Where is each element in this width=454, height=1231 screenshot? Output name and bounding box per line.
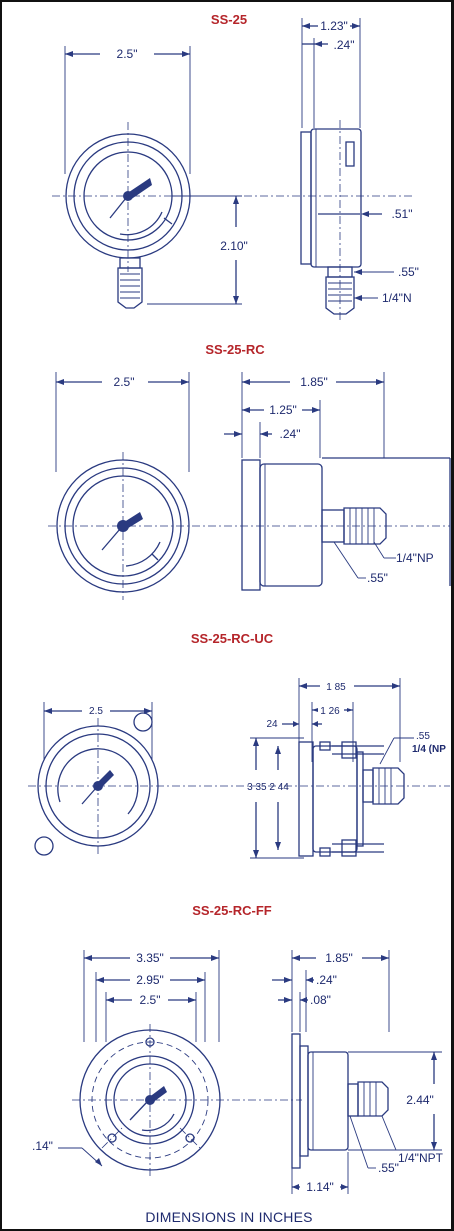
dim-height: 2.44" (406, 1093, 434, 1107)
side-view: 1.85" 1.25" .24" (224, 372, 451, 591)
dim-hex: .55" (378, 1161, 399, 1175)
dim-height: 2.10" (220, 239, 248, 253)
section-ss-25-rc: SS-25-RC 2.5" 1. (48, 342, 451, 600)
dim-front: .24" (316, 973, 337, 987)
dim-depth: 1.85" (325, 951, 353, 965)
dim-hex: .55" (367, 571, 388, 585)
section-title: SS-25 (211, 12, 247, 27)
dim-flange-thk: .08" (310, 993, 331, 1007)
section-title: SS-25-RC-FF (192, 903, 272, 918)
dim-npt: 1/4 (NP (412, 744, 446, 755)
dim-hole: .14" (32, 1139, 53, 1153)
section-title: SS-25-RC (205, 342, 265, 357)
section-ss-25-rc-uc: SS-25-RC-UC 2.5 (28, 631, 450, 859)
dim-case: 1 26 (320, 706, 340, 717)
dim-width: 2.5" (140, 993, 161, 1007)
dim-case: 1.25" (269, 403, 297, 417)
side-view: 1.23" .24" .51" .55" (300, 18, 419, 322)
section-ss-25-rc-ff: SS-25-RC-FF 3.35" 2.95" 2.5" (32, 903, 444, 1194)
dim-flange: 3.35" (136, 951, 164, 965)
dim-depth: 1.23" (320, 19, 348, 33)
dim-npt: 1/4"NP (396, 551, 434, 565)
dim-front: .24" (334, 38, 355, 52)
front-view: 2.5" 2.10" (52, 46, 412, 309)
dim-depth: 1 85 (326, 682, 346, 693)
dim-front: 24 (266, 719, 278, 730)
dim-width: 2.5" (114, 375, 135, 389)
dim-npt: 1/4"NPT (398, 1151, 444, 1165)
front-view: 3.35" 2.95" 2.5" (32, 950, 302, 1178)
section-title: SS-25-RC-UC (191, 631, 274, 646)
side-view: 1 85 1 26 24 3 35 2 44 (247, 678, 446, 859)
dim-npt: 1/4"N (382, 291, 412, 305)
dim-width: 2.5" (117, 47, 138, 61)
dim-width: 2.5 (89, 706, 103, 717)
footer-note: DIMENSIONS IN INCHES (145, 1209, 312, 1225)
dim-vertical: 3 35 2 44 (247, 782, 289, 793)
dim-thread-hex: .55" (398, 265, 419, 279)
front-view: 2.5" (48, 372, 450, 600)
front-view: 2.5 (28, 702, 450, 856)
dim-depth: 1.85" (300, 375, 328, 389)
dim-hex: .55 (416, 731, 430, 742)
side-view: 1.85" .24" .08" (272, 950, 444, 1194)
section-ss-25: SS-25 2.5" (52, 12, 419, 322)
dim-case: 1.14" (306, 1180, 334, 1194)
dim-back: .51" (392, 207, 413, 221)
dim-bolt-circle: 2.95" (136, 973, 164, 987)
dim-front: .24" (280, 427, 301, 441)
